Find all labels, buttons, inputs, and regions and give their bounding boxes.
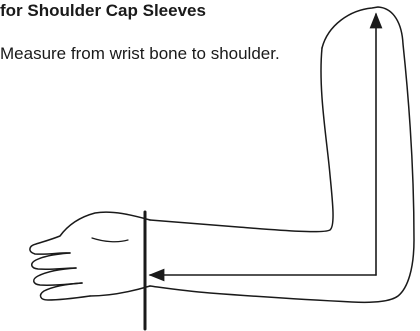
measurement-path xyxy=(150,14,376,275)
finger-1 xyxy=(32,253,76,269)
hand-outline xyxy=(30,212,150,300)
arm-outline xyxy=(150,7,414,302)
thumb-and-palm xyxy=(90,286,150,296)
hand-back xyxy=(30,212,150,254)
upper-arm-left-edge xyxy=(150,7,414,302)
knuckle-crease xyxy=(92,238,128,242)
finger-2 xyxy=(34,268,82,285)
forearm-top-edge xyxy=(150,48,333,232)
